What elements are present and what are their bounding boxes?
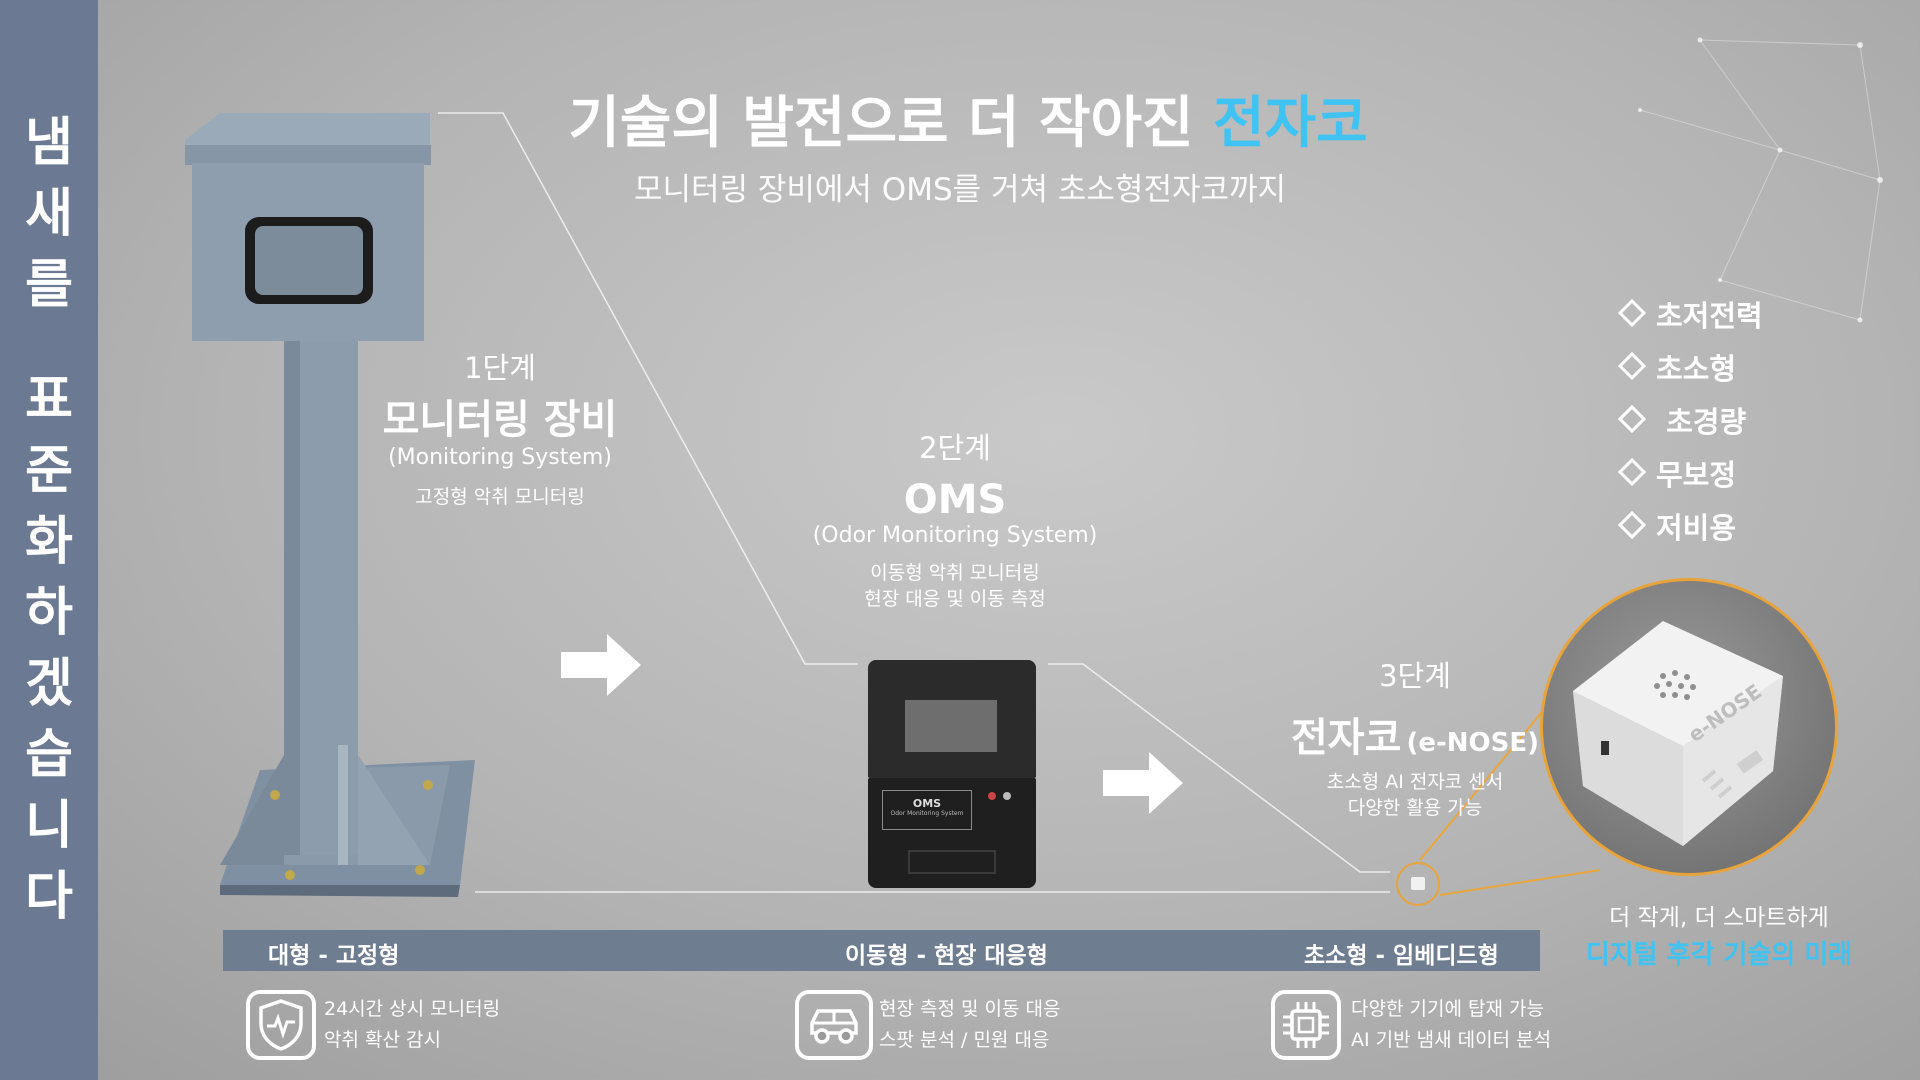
category-large-fixed: 대형 - 고정형 (268, 943, 400, 969)
diamond-bullet-icon (1617, 510, 1647, 540)
stage-english-name: (e-NOSE) (1406, 728, 1540, 758)
side-char: 를 (25, 255, 73, 315)
side-char: 하 (25, 583, 73, 643)
monitoring-pole-illustration (185, 113, 475, 897)
stage-description-line: 다양한 활용 가능 (1347, 797, 1483, 819)
title-main: 기술의 발전으로 더 작아진 (568, 91, 1214, 156)
page-subtitle: 모니터링 장비에서 OMS를 거쳐 초소형전자코까지 (633, 172, 1287, 208)
diamond-bullet-icon (1617, 404, 1647, 434)
stage-1-label: 1단계 모니터링 장비 (Monitoring System) 고정형 악취 모… (350, 345, 650, 510)
oms-device-illustration: OMS Odor Monitoring System (868, 660, 1038, 892)
stage-name: 전자코 (1290, 715, 1402, 761)
chip-icon (1271, 990, 1341, 1060)
feature-label: 저비용 (1656, 511, 1737, 545)
stage-description: 고정형 악취 모니터링 (415, 486, 585, 508)
stage-description-line: 이동형 악취 모니터링 (870, 562, 1040, 584)
side-char: 냄 (25, 113, 73, 173)
bottom-feature-line: 다양한 기기에 탑재 가능 (1351, 998, 1544, 1020)
stage-number: 3단계 (1379, 659, 1451, 693)
side-title-band: 냄 새 를 표 준 화 하 겠 습 니 다 (0, 0, 98, 1080)
diamond-bullet-icon (1617, 457, 1647, 487)
shield-heartbeat-icon (246, 990, 316, 1060)
feature-item: 초소형 (1617, 343, 1763, 396)
feature-label: 초소형 (1656, 352, 1737, 386)
stage-description-line: 현장 대응 및 이동 측정 (864, 588, 1046, 610)
tagline: 더 작게, 더 스마트하게 디지털 후각 기술의 미래 (1560, 898, 1878, 971)
tagline-line-2: 디지털 후각 기술의 미래 (1585, 940, 1853, 970)
title-highlight: 전자코 (1213, 91, 1368, 156)
side-char: 새 (25, 184, 73, 244)
feature-label: 초경량 (1656, 405, 1747, 439)
tagline-line-1: 더 작게, 더 스마트하게 (1609, 905, 1829, 931)
bottom-feature-line: AI 기반 냄새 데이터 분석 (1351, 1029, 1552, 1051)
category-embedded: 초소형 - 임베디드형 (1304, 943, 1499, 969)
bottom-feature-line: 24시간 상시 모니터링 (324, 998, 501, 1020)
bottom-feature-text: 24시간 상시 모니터링 악취 확산 감시 (324, 994, 500, 1056)
feature-label: 초저전력 (1656, 299, 1763, 333)
side-char: 화 (25, 512, 73, 572)
side-char: 겠 (25, 654, 73, 714)
bottom-feature-line: 스팟 분석 / 민원 대응 (879, 1029, 1050, 1051)
feature-item: 무보정 (1617, 449, 1763, 502)
side-char: 표 (25, 370, 73, 430)
stage-3-label: 3단계 전자코 (e-NOSE) 초소형 AI 전자코 센서 다양한 활용 가능 (1270, 653, 1560, 821)
side-char: 다 (25, 867, 73, 927)
arrow-right-icon (1103, 752, 1183, 814)
bottom-feature-line: 악취 확산 감시 (324, 1029, 441, 1051)
stage-name: 모니터링 장비 (382, 397, 618, 443)
stage-2-label: 2단계 OMS (Odor Monitoring System) 이동형 악취 … (790, 425, 1120, 612)
bottom-feature-text: 현장 측정 및 이동 대응 스팟 분석 / 민원 대응 (879, 994, 1060, 1056)
feature-item: 초경량 (1617, 396, 1763, 449)
diamond-bullet-icon (1617, 298, 1647, 328)
feature-item: 초저전력 (1617, 290, 1763, 343)
category-mobile: 이동형 - 현장 대응형 (845, 943, 1048, 969)
feature-item: 저비용 (1617, 502, 1763, 555)
feature-list: 초저전력 초소형 초경량 무보정 저비용 (1617, 290, 1763, 555)
side-char: 니 (25, 796, 73, 856)
stage-number: 1단계 (464, 351, 536, 385)
enose-small-marker (1396, 862, 1440, 906)
arrow-right-icon (561, 634, 641, 696)
stage-name: OMS (903, 477, 1007, 523)
bottom-feature-line: 현장 측정 및 이동 대응 (879, 998, 1061, 1020)
enose-zoom-circle: e-NOSE (1540, 578, 1838, 876)
category-bar (223, 930, 1540, 971)
feature-label: 무보정 (1656, 458, 1737, 492)
side-char: 준 (25, 441, 73, 501)
stage-number: 2단계 (919, 431, 991, 465)
side-char: 습 (25, 725, 73, 785)
diamond-bullet-icon (1617, 351, 1647, 381)
oms-device-label: OMS (912, 797, 942, 810)
page-title: 기술의 발전으로 더 작아진 전자코 (8, 78, 1920, 159)
enose-device-illustration (1573, 621, 1783, 846)
stage-english-name: (Monitoring System) (388, 445, 612, 470)
stage-english-name: (Odor Monitoring System) (812, 523, 1098, 548)
car-icon (795, 990, 873, 1060)
oms-device-sublabel: Odor Monitoring System (890, 810, 964, 817)
stage-description-line: 초소형 AI 전자코 센서 (1326, 771, 1504, 793)
bottom-feature-text: 다양한 기기에 탑재 가능 AI 기반 냄새 데이터 분석 (1351, 994, 1551, 1056)
